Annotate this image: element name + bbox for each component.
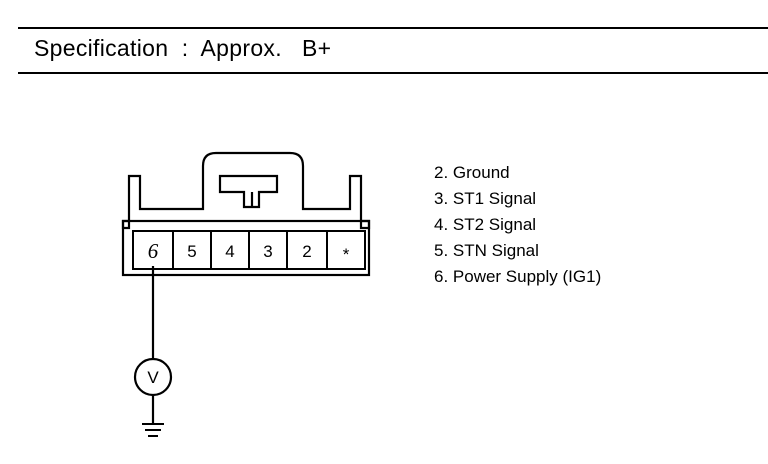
specification-separator: :: [181, 35, 189, 61]
legend-item-stn: 5. STN Signal: [434, 241, 539, 260]
legend-item-st2: 4. ST2 Signal: [434, 215, 537, 234]
pin-label-star: *: [343, 245, 350, 264]
pin-label-4: 4: [225, 242, 234, 261]
top-divider: [18, 27, 768, 29]
legend-item-power: 6. Power Supply (IG1): [434, 267, 602, 286]
pin-label-5: 5: [187, 242, 196, 261]
specification-line: Specification : Approx. B+: [34, 35, 331, 62]
pin-label-3: 3: [263, 242, 272, 261]
specification-label: Specification: [34, 35, 169, 61]
pin-labels: 6 5 4 3 2 *: [148, 239, 350, 264]
pin-legend: 2. Ground 3. ST1 Signal 4. ST2 Signal 5.…: [434, 160, 601, 290]
pin-label-6: 6: [148, 239, 159, 263]
legend-item-ground: 2. Ground: [434, 163, 510, 182]
legend-item-st1: 3. ST1 Signal: [434, 189, 537, 208]
pin-cell-star: [326, 230, 366, 270]
connector-housing: [121, 151, 371, 277]
pin-label-2: 2: [302, 242, 311, 261]
bottom-divider: [18, 72, 768, 74]
voltmeter: V: [133, 357, 173, 397]
voltmeter-symbol: V: [147, 368, 159, 387]
specification-qualifier: Approx.: [200, 35, 282, 61]
pin-cells: [132, 230, 366, 270]
ground-icon: [142, 423, 164, 437]
specification-value: B+: [301, 35, 332, 61]
